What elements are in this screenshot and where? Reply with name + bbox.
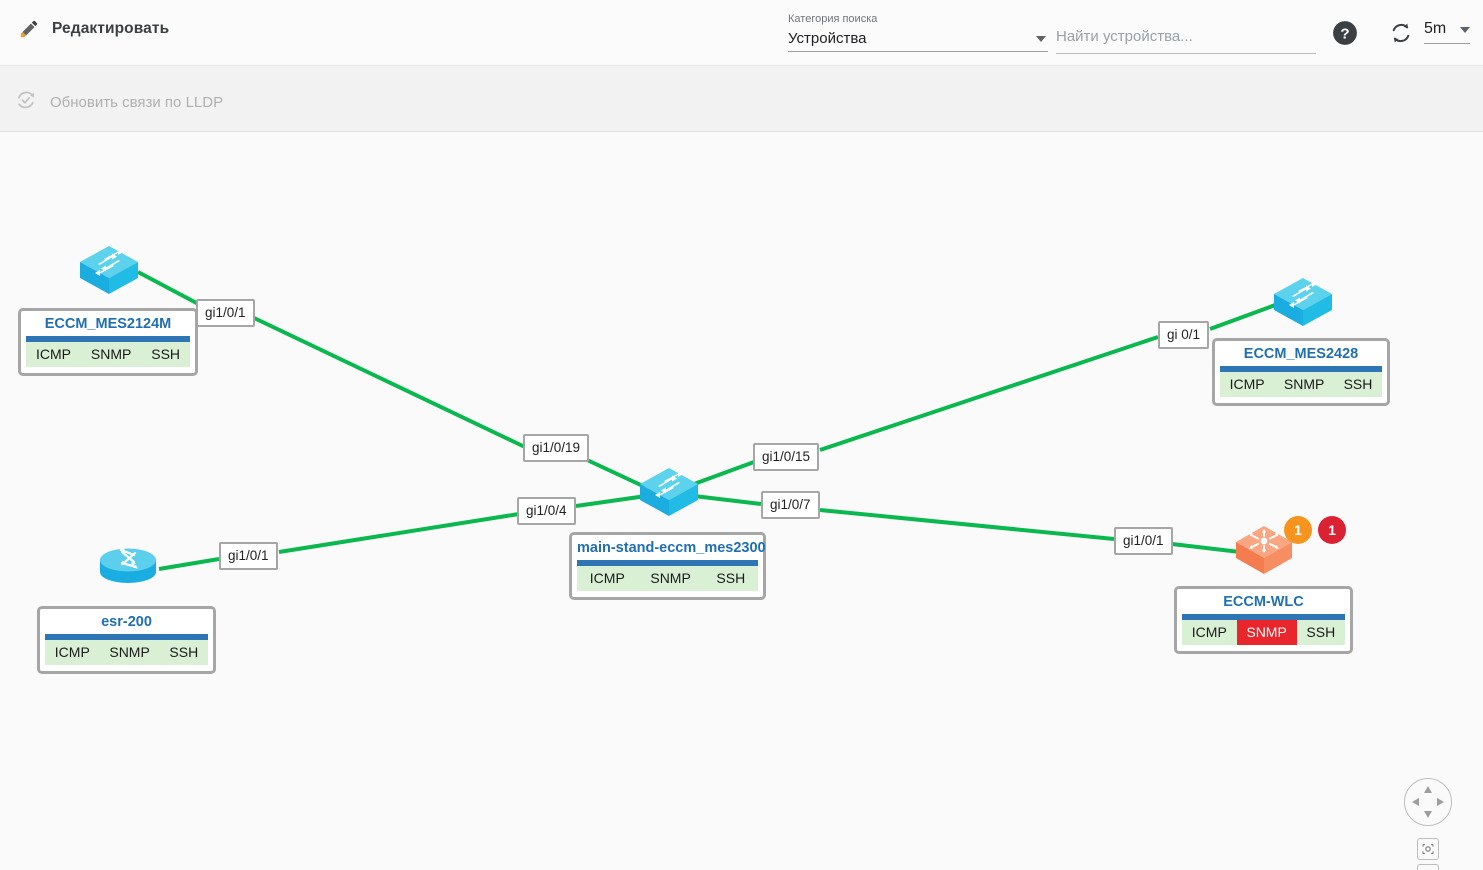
center-view-icon xyxy=(1422,843,1434,855)
topology-canvas[interactable]: ECCM_MES2124M ICMP SNMP SSH xyxy=(0,132,1483,870)
service-ssh[interactable]: SSH xyxy=(1296,620,1345,645)
node-services: ICMP SNMP SSH xyxy=(1220,372,1382,397)
node-status-bar xyxy=(577,560,758,566)
service-icmp[interactable]: ICMP xyxy=(1220,372,1275,397)
service-ssh[interactable]: SSH xyxy=(1333,372,1382,397)
node-title: ECCM-WLC xyxy=(1223,594,1304,610)
chevron-down-icon xyxy=(1460,27,1470,33)
port-label-wlc[interactable]: gi1/0/1 xyxy=(1114,527,1173,555)
device-icon-main_stand[interactable] xyxy=(636,464,702,527)
link-center-mes2428-c xyxy=(1209,302,1279,331)
help-icon[interactable]: ? xyxy=(1332,20,1358,46)
svg-text:?: ? xyxy=(1340,25,1349,42)
refresh-check-icon xyxy=(14,88,38,117)
service-ssh[interactable]: SSH xyxy=(141,342,191,367)
node-title: main-stand-eccm_mes2300 xyxy=(577,540,766,556)
device-icon-eccm_wlc[interactable] xyxy=(1232,522,1296,585)
search-category-select[interactable]: Категория поиска Устройства xyxy=(788,12,1048,52)
port-label-mes2428[interactable]: gi 0/1 xyxy=(1158,321,1210,349)
link-mes2124m-center-a xyxy=(137,270,205,309)
node-title: esr-200 xyxy=(101,614,152,630)
link-mes2124m-center-b xyxy=(251,315,528,450)
center-view-button[interactable] xyxy=(1417,838,1439,860)
port-label-esr[interactable]: gi1/0/1 xyxy=(219,542,278,570)
node-status-bar xyxy=(1220,366,1382,372)
badge-warning-value: 1 xyxy=(1294,522,1302,538)
refresh-lldp-button[interactable]: Обновить связи по LLDP xyxy=(14,88,223,117)
search-category-caption: Категория поиска xyxy=(788,13,878,25)
service-icmp[interactable]: ICMP xyxy=(26,342,81,367)
link-mes2124m-center-c xyxy=(584,457,646,489)
service-ssh[interactable]: SSH xyxy=(703,566,758,591)
search-category-value: Устройства xyxy=(788,30,867,47)
node-main_stand[interactable]: main-stand-eccm_mes2300 ICMP SNMP SSH xyxy=(569,532,766,600)
node-title: ECCM_MES2124M xyxy=(44,316,172,332)
node-services: ICMP SNMP SSH xyxy=(26,342,191,367)
chevron-down-icon xyxy=(1036,36,1046,42)
link-esr-center-c xyxy=(575,494,647,508)
node-esr_200[interactable]: esr-200 ICMP SNMP SSH xyxy=(37,606,216,674)
node-status-bar xyxy=(1182,614,1345,620)
service-ssh[interactable]: SSH xyxy=(159,640,208,665)
port-label-center-2124m[interactable]: gi1/0/19 xyxy=(523,434,590,462)
link-center-wlc-b xyxy=(819,508,1115,541)
zoom-in-button[interactable]: + xyxy=(1417,864,1439,870)
badge-critical-count[interactable]: 1 xyxy=(1318,516,1346,544)
refresh-lldp-label: Обновить связи по LLDP xyxy=(50,94,224,111)
link-esr-center-a xyxy=(158,557,220,571)
service-snmp[interactable]: SNMP xyxy=(1274,372,1334,397)
action-bar: Обновить связи по LLDP xyxy=(0,66,1483,132)
link-center-wlc-c xyxy=(1171,542,1241,554)
badge-warning-count[interactable]: 1 xyxy=(1284,516,1312,544)
edit-button-label: Редактировать xyxy=(52,20,170,37)
link-center-mes2428-b xyxy=(819,335,1159,452)
node-services: ICMP SNMP SSH xyxy=(577,566,758,591)
badge-critical-value: 1 xyxy=(1328,522,1336,538)
refresh-period-value: 5m xyxy=(1424,20,1447,37)
pan-compass-icon xyxy=(1412,786,1444,818)
search-input[interactable] xyxy=(1056,28,1316,48)
refresh-period-select[interactable]: 5m xyxy=(1424,18,1470,44)
node-services: ICMP SNMP SSH xyxy=(45,640,208,665)
pan-control[interactable] xyxy=(1404,778,1452,826)
device-icon-eccm_mes2428[interactable] xyxy=(1270,274,1336,337)
node-eccm_mes2428[interactable]: ECCM_MES2428 ICMP SNMP SSH xyxy=(1212,338,1390,406)
port-label-mes2124m[interactable]: gi1/0/1 xyxy=(196,299,255,327)
pencil-icon xyxy=(18,18,40,40)
port-label-center-2428[interactable]: gi1/0/15 xyxy=(753,443,820,471)
device-icon-eccm_mes2124m[interactable] xyxy=(76,242,142,305)
topology-links xyxy=(137,270,1279,571)
node-status-bar xyxy=(26,336,190,342)
node-eccm_mes2124m[interactable]: ECCM_MES2124M ICMP SNMP SSH xyxy=(18,308,198,376)
refresh-icon[interactable] xyxy=(1388,20,1414,46)
service-snmp[interactable]: SNMP xyxy=(1236,620,1297,645)
service-icmp[interactable]: ICMP xyxy=(1182,620,1237,645)
port-label-center-esr[interactable]: gi1/0/4 xyxy=(517,497,576,525)
node-status-bar xyxy=(45,634,208,640)
service-icmp[interactable]: ICMP xyxy=(45,640,100,665)
node-eccm_wlc[interactable]: ECCM-WLC ICMP SNMP SSH xyxy=(1174,586,1353,654)
device-icon-esr_200[interactable] xyxy=(96,540,160,601)
search-field[interactable] xyxy=(1056,28,1316,54)
link-center-wlc-a xyxy=(693,494,762,506)
service-icmp[interactable]: ICMP xyxy=(577,566,638,591)
node-title: ECCM_MES2428 xyxy=(1243,346,1359,362)
link-center-mes2428-a xyxy=(693,460,755,486)
link-esr-center-b xyxy=(278,512,520,554)
edit-button[interactable]: Редактировать xyxy=(18,18,169,40)
service-snmp[interactable]: SNMP xyxy=(99,640,160,665)
port-label-center-wlc[interactable]: gi1/0/7 xyxy=(761,491,820,519)
service-snmp[interactable]: SNMP xyxy=(80,342,142,367)
service-snmp[interactable]: SNMP xyxy=(637,566,704,591)
node-services: ICMP SNMP SSH xyxy=(1182,620,1345,645)
top-toolbar: Редактировать Категория поиска Устройств… xyxy=(0,0,1483,66)
